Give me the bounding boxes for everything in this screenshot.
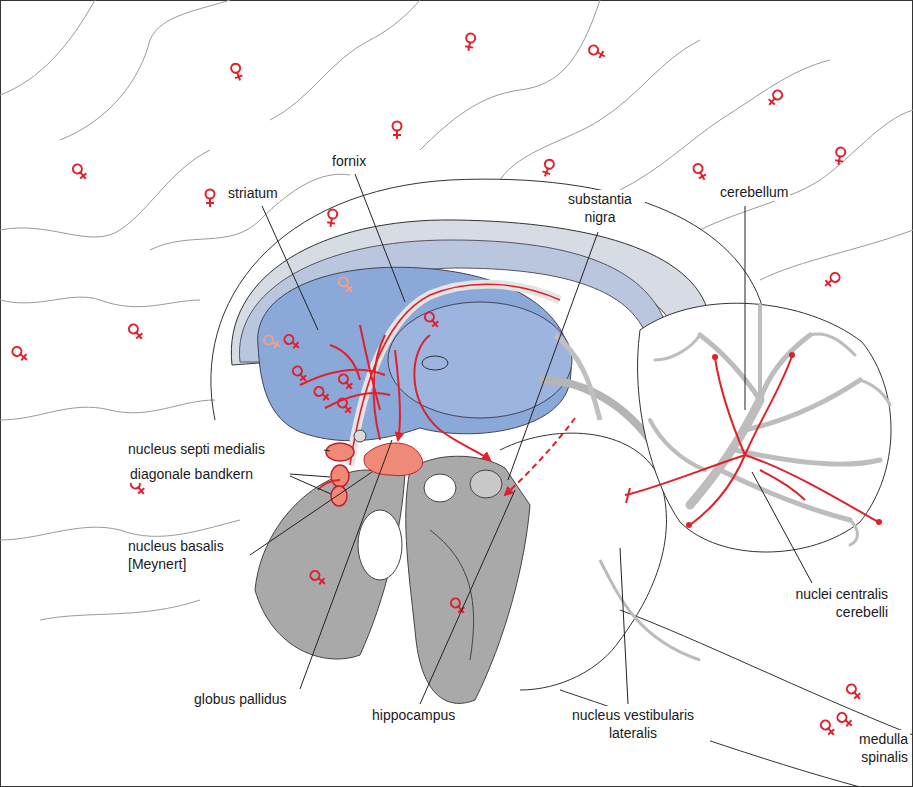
part-label: medulla spinalis [844, 730, 910, 766]
part-label: globus pallidus [192, 690, 289, 708]
part-label: fornix [330, 152, 368, 170]
part-label: nucleus septi medialis [126, 440, 267, 458]
part-label: substantia nigra [555, 190, 645, 226]
part-label: diagonale bandkern [128, 465, 255, 483]
part-label: striatum [226, 184, 280, 202]
part-label: nucleus basalis [Meynert] [126, 537, 248, 573]
part-label: nucleus vestibularis lateralis [556, 706, 710, 742]
part-label: nuclei centralis cerebelli [766, 585, 890, 621]
part-label: cerebellum [718, 183, 790, 201]
part-label: hippocampus [370, 706, 457, 724]
